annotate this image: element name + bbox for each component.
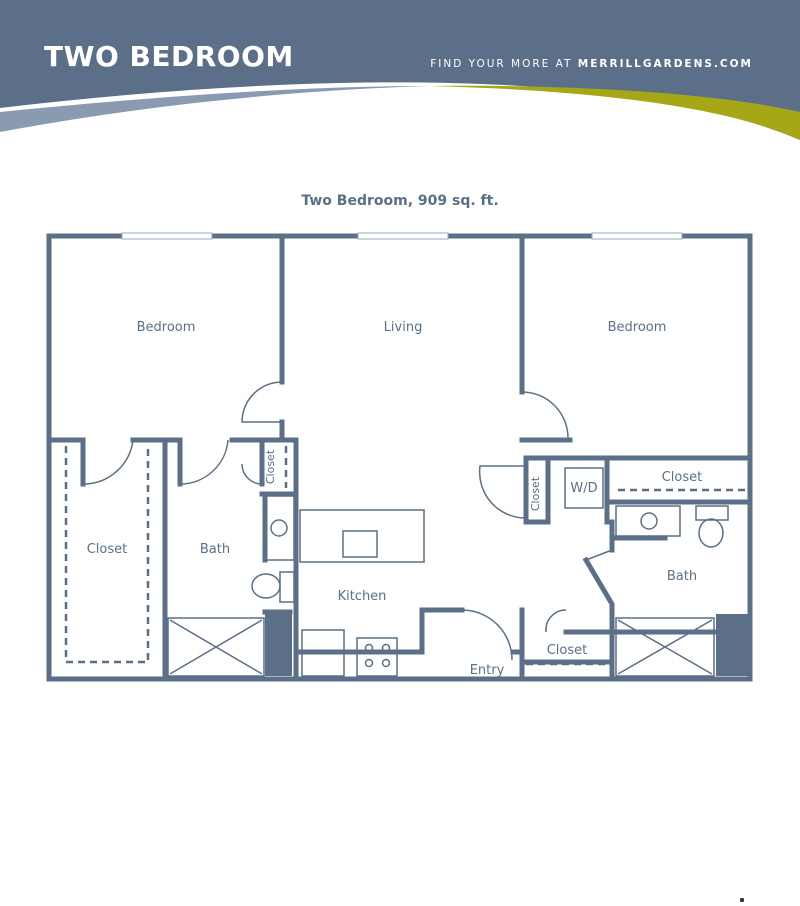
header-background [0,0,800,140]
door-entry [461,609,513,661]
window-center [357,232,449,240]
label-kitchen: Kitchen [338,589,387,604]
door-bath-left [179,439,229,485]
wall-pier-left [265,614,292,676]
washer-dryer [564,467,604,509]
tagline-website: MERRILLGARDENS.COM [577,58,753,70]
door-mid-closet [478,465,527,519]
footer-mark [740,898,744,902]
door-small-closet [241,463,263,485]
tagline-prefix: FIND YOUR MORE AT [430,58,578,70]
label-bath-right: Bath [667,569,697,584]
toilet-left [251,573,281,599]
plan-caption: Two Bedroom, 909 sq. ft. [301,193,499,209]
label-entry-closet: Closet [547,643,588,658]
label-mid-closet: Closet [529,476,542,511]
shower-left-x [169,619,263,675]
label-entry: Entry [470,663,505,678]
page-title: TWO BEDROOM [44,40,294,73]
label-living: Living [384,320,423,335]
shower-right-x [617,619,713,675]
header-light-swoosh [0,86,430,132]
door-bedroom-right [521,391,569,439]
burner-2 [381,643,391,653]
closet-rods [64,446,748,666]
window-left [121,232,213,240]
rod-walkin-closet [64,446,150,664]
door-entry-closet [545,609,567,633]
header-band [0,0,800,140]
label-bedroom-closet: Closet [662,470,703,485]
sink-basin-left [270,519,288,537]
range [356,637,398,677]
label-bedroom-right: Bedroom [608,320,667,335]
fixtures [167,467,729,677]
window-right [591,232,683,240]
door-walkin-closet [82,439,134,485]
shower-left [167,617,265,677]
header-tagline: FIND YOUR MORE AT MERRILLGARDENS.COM [430,58,753,70]
interior-walls [46,233,753,682]
burner-3 [364,658,374,668]
label-washer-dryer: W/D [570,481,597,496]
toilet-tank-right [695,505,729,521]
toilet-tank-left [279,571,295,603]
shower-right [615,617,715,677]
vanity-right [615,505,681,537]
wall-pier-right [716,614,748,676]
windows [121,232,683,240]
burner-1 [364,643,374,653]
label-bedroom-left: Bedroom [137,320,196,335]
door-living-left [241,381,283,423]
toilet-right [698,518,724,548]
sink-basin-right [640,512,658,530]
label-walkin-closet: Closet [87,542,128,557]
kitchen-sink [342,530,378,558]
door-swings [82,381,613,661]
header-accent-swoosh [430,85,800,140]
door-bath-right [585,549,613,561]
label-bath-left: Bath [200,542,230,557]
fridge [301,629,345,677]
vanity-left [263,495,295,561]
kitchen-island [299,509,425,563]
burner-4 [381,658,391,668]
label-small-closet: Closet [264,449,277,484]
